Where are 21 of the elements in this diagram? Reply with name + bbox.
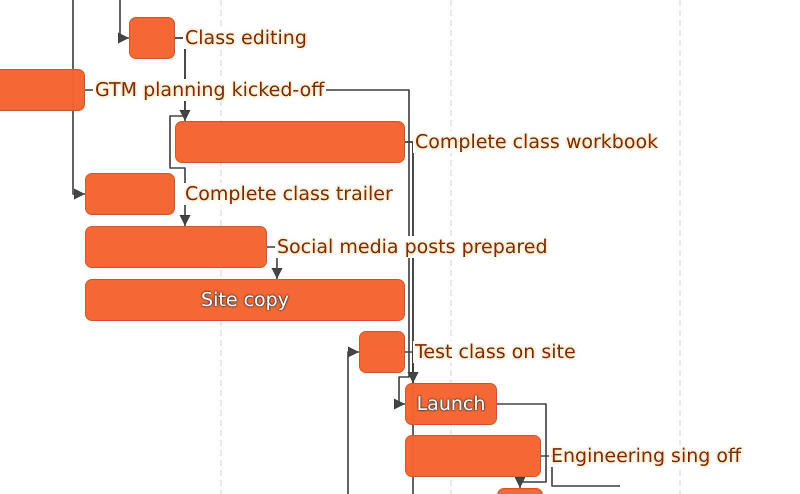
dependency-arrow [405,351,419,383]
task-bar [359,331,405,373]
task-bar [85,173,175,215]
task-label: Complete class trailer [183,183,395,205]
task-label: Engineering sing off [549,445,744,467]
task-label: Site copy [201,289,289,311]
task-bar [0,69,85,111]
task-bar [405,383,497,425]
dependency-arrow [497,403,547,488]
task-label: Complete class workbook [413,131,660,153]
task-bar [175,121,405,163]
dependency-arrow [347,346,359,494]
dependency-line [541,455,620,487]
task-bar [85,226,267,268]
task-label: Test class on site [413,341,578,363]
task-label: Launch [416,393,486,415]
task-bar [129,17,175,59]
dependency-arrow [118,0,129,44]
task-bar [85,279,405,321]
task-bar [405,435,541,477]
task-label: GTM planning kicked-off [93,79,326,101]
